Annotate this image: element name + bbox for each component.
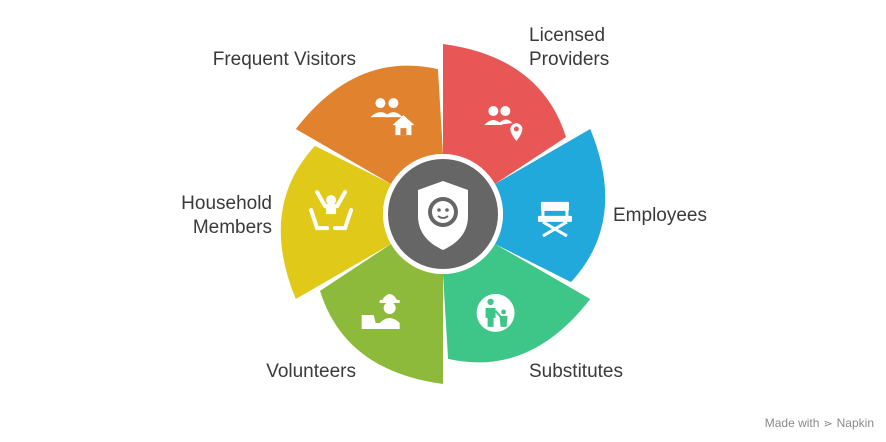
segment-employees	[443, 244, 591, 363]
helping-hands-icon	[309, 190, 354, 231]
label-substitutes: Substitutes	[529, 361, 623, 382]
label-employees: Employees	[613, 205, 707, 226]
segment-substitutes	[320, 244, 443, 384]
label-household-members: Household Members	[181, 193, 272, 238]
director-chair-icon	[537, 201, 572, 238]
watermark-brand: Napkin	[836, 416, 874, 430]
child-shield-icon	[418, 181, 468, 250]
watermark-text: Made with	[764, 416, 820, 430]
label-licensed-providers: Licensed Providers	[529, 25, 610, 70]
segment-household-members	[295, 65, 443, 184]
center-hub	[383, 154, 503, 274]
watermark: Made with ⋗ Napkin	[765, 416, 874, 430]
label-frequent-visitors: Frequent Visitors	[212, 49, 356, 70]
label-volunteers: Volunteers	[266, 361, 356, 382]
worker-hardhat-icon	[361, 293, 400, 329]
people-location-icon	[484, 106, 523, 142]
segment-volunteers	[280, 145, 392, 299]
adult-child-icon	[476, 293, 515, 332]
napkin-logo-icon: ⋗	[823, 417, 833, 430]
family-home-icon	[370, 98, 415, 136]
